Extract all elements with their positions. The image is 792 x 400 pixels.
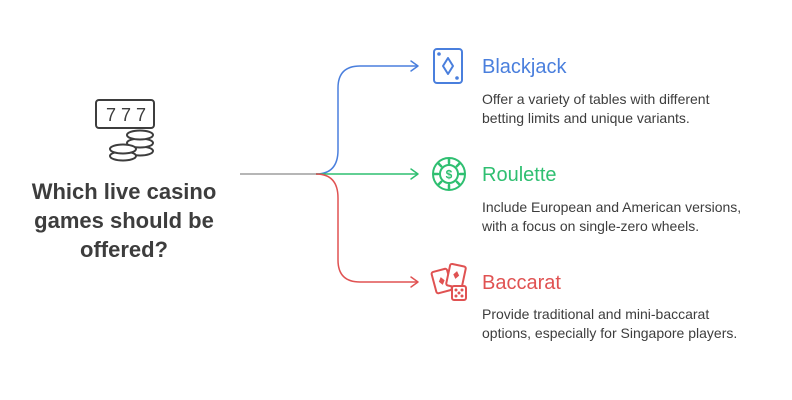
svg-text:7: 7 (121, 105, 131, 125)
playing-card-diamond-icon (432, 47, 464, 90)
roulette-title: Roulette (482, 164, 557, 186)
blackjack-description-line-1: Offer a variety of tables with different (482, 91, 710, 107)
blackjack-description-line-2: betting limits and unique variants. (482, 110, 690, 126)
baccarat-description: Provide traditional and mini-baccarat op… (482, 305, 782, 343)
cards-and-dice-icon (430, 262, 470, 307)
baccarat-description-line-2: options, especially for Singapore player… (482, 325, 738, 341)
connector-blackjack (315, 65, 418, 175)
blackjack-description: Offer a variety of tables with different… (482, 90, 782, 128)
connector-baccarat (315, 173, 418, 283)
baccarat-description-line-1: Provide traditional and mini-baccarat (482, 306, 710, 322)
roulette-chip-icon: $ (431, 156, 467, 197)
roulette-description-line-2: with a focus on single-zero wheels. (482, 218, 700, 234)
arrow-blackjack (410, 60, 419, 72)
roulette-description-line-1: Include European and American versions, (482, 199, 742, 215)
svg-text:$: $ (446, 168, 453, 182)
roulette-description: Include European and American versions, … (482, 198, 782, 236)
question-title: Which live casino games should be offere… (14, 177, 234, 264)
blackjack-title: Blackjack (482, 56, 567, 78)
question-line-2: games should be (34, 208, 214, 233)
slot-machine-coins-icon: 7 7 7 (94, 98, 158, 167)
arrow-roulette (410, 168, 419, 180)
arrow-baccarat (410, 276, 419, 288)
baccarat-title: Baccarat (482, 272, 561, 294)
question-line-1: Which live casino (31, 179, 217, 204)
svg-text:7: 7 (106, 105, 116, 125)
question-line-3: offered? (80, 237, 168, 262)
svg-text:7: 7 (136, 105, 146, 125)
